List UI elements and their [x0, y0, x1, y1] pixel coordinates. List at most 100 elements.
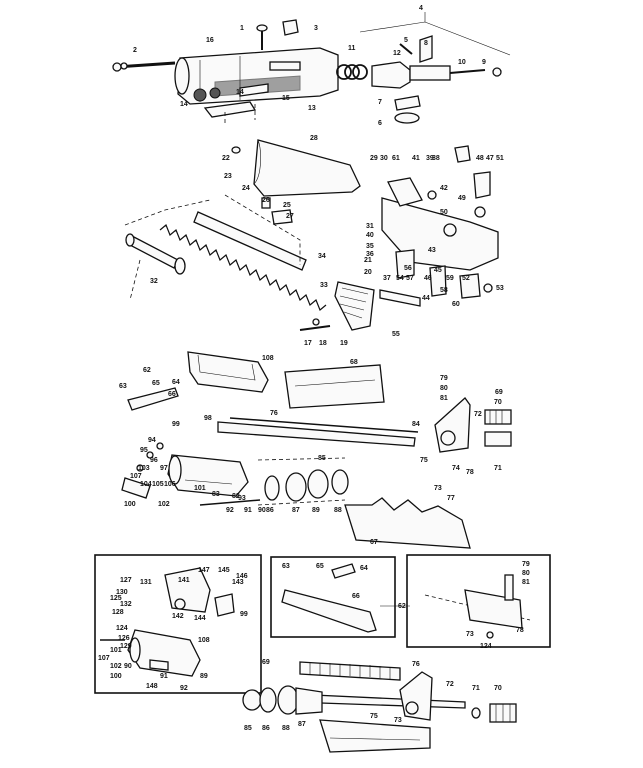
callout: 104: [140, 481, 152, 488]
callout: 30: [380, 155, 388, 162]
bolt-carrier: [371, 35, 502, 89]
callout: 80: [440, 385, 448, 392]
callout: 17: [304, 340, 312, 347]
callout: 33: [320, 282, 328, 289]
callout: 60: [452, 301, 460, 308]
callout: 24: [242, 185, 250, 192]
callout: 144: [194, 615, 206, 622]
callout: 70: [494, 685, 502, 692]
callout: 125: [110, 595, 122, 602]
lower-receiver-group: [299, 145, 499, 331]
callout: 69: [495, 389, 503, 396]
callout: 18: [319, 340, 327, 347]
callout: 103: [138, 465, 150, 472]
callout: 90: [124, 663, 132, 670]
callout: 92: [226, 507, 234, 514]
gas-rings: [336, 64, 368, 80]
callout: 38: [432, 155, 440, 162]
extractor-parts: [193, 83, 421, 124]
callout: 22: [222, 155, 230, 162]
callout: 106: [164, 481, 176, 488]
callout: 142: [172, 613, 184, 620]
callout: 56: [404, 265, 412, 272]
callout: 9: [482, 59, 486, 66]
callout: 91: [160, 673, 168, 680]
callout: 46: [424, 275, 432, 282]
stock-hardware: [261, 197, 293, 225]
callout: 62: [398, 603, 406, 610]
callout: 48: [476, 155, 484, 162]
callout: 90: [258, 507, 266, 514]
callout: 88: [282, 725, 290, 732]
callout: 86: [262, 725, 270, 732]
callout: 84: [412, 421, 420, 428]
callout: 100: [110, 673, 122, 680]
callout: 85: [244, 725, 252, 732]
callout: 44: [422, 295, 430, 302]
callout: 92: [180, 685, 188, 692]
callout: 66: [352, 593, 360, 600]
callout: 7: [378, 99, 382, 106]
callout: 34: [318, 253, 326, 260]
callout: 143: [232, 579, 244, 586]
callout: 91: [244, 507, 252, 514]
callout: 26: [262, 197, 270, 204]
callout: 93: [238, 495, 246, 502]
callout: 74: [452, 465, 460, 472]
callout: 71: [472, 685, 480, 692]
callout: 62: [143, 367, 151, 374]
callout: 145: [218, 567, 230, 574]
inset-box-left: [94, 554, 262, 694]
callout: 132: [120, 601, 132, 608]
callout: 14: [180, 101, 188, 108]
callout: 94: [148, 437, 156, 444]
callout: 28: [310, 135, 318, 142]
callout: 87: [292, 507, 300, 514]
callout: 16: [206, 37, 214, 44]
callout: 95: [140, 447, 148, 454]
callout: 49: [458, 195, 466, 202]
callout: 53: [496, 285, 504, 292]
callout: 81: [440, 395, 448, 402]
callout: 65: [152, 380, 160, 387]
action-spring: [159, 224, 327, 311]
callout: 83: [212, 491, 220, 498]
callout: 68: [350, 359, 358, 366]
callout: 128: [112, 609, 124, 616]
callout: 47: [486, 155, 494, 162]
callout: 20: [364, 269, 372, 276]
screw-1: [256, 24, 268, 50]
callout: 55: [392, 331, 400, 338]
callout: 86: [266, 507, 274, 514]
callout: 37: [383, 275, 391, 282]
callout: 32: [150, 278, 158, 285]
callout: 124: [480, 643, 492, 650]
callout: 29: [370, 155, 378, 162]
bottom-group: [242, 661, 517, 753]
callout: 129: [120, 643, 132, 650]
callout: 45: [434, 267, 442, 274]
callout: 31: [366, 223, 374, 230]
callout: 85: [318, 455, 326, 462]
callout: 79: [522, 561, 530, 568]
callout: 126: [118, 635, 130, 642]
callout: 81: [522, 579, 530, 586]
callout: 107: [130, 473, 142, 480]
callout: 35: [366, 243, 374, 250]
callout: 11: [348, 45, 356, 52]
callout: 42: [440, 185, 448, 192]
callout: 5: [404, 37, 408, 44]
callout: 50: [440, 209, 448, 216]
callout: 40: [366, 232, 374, 239]
callout: 72: [446, 681, 454, 688]
callout: 23: [224, 173, 232, 180]
callout: 89: [312, 507, 320, 514]
callout: 99: [240, 611, 248, 618]
callout: 108: [262, 355, 274, 362]
callout: 98: [204, 415, 212, 422]
callout: 57: [406, 275, 414, 282]
callout: 67: [370, 539, 378, 546]
callout: 96: [150, 457, 158, 464]
callout: 101: [110, 647, 122, 654]
